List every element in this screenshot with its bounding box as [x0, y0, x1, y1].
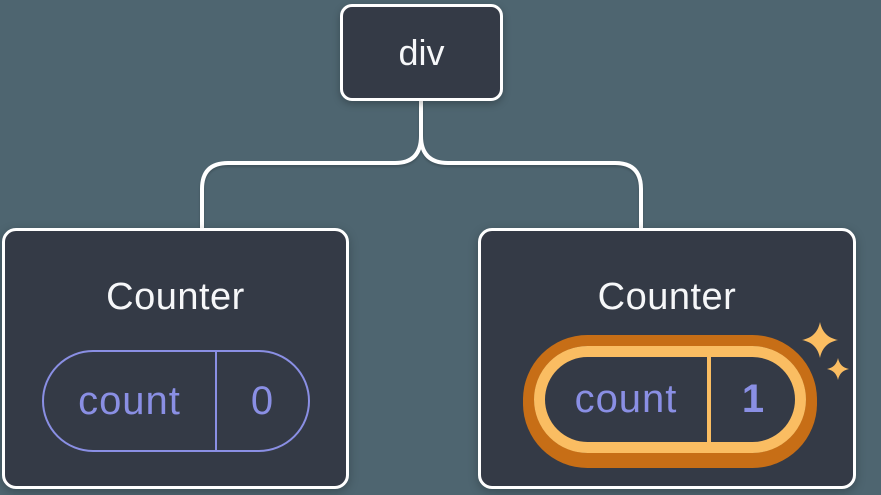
state-pill-left: count 0: [42, 350, 310, 452]
state-pill-highlighted: count 1: [534, 346, 806, 453]
root-node-label: div: [398, 31, 445, 73]
state-value: 0: [250, 378, 275, 423]
state-value: 1: [741, 377, 765, 421]
state-key-label: count: [44, 352, 217, 450]
component-title-right: Counter: [597, 276, 737, 318]
sparkle-icon-large: [802, 322, 838, 358]
counter-card-left: Counter count 0: [2, 228, 349, 489]
sparkle-icon-small: [827, 358, 849, 380]
state-key-label: count: [545, 357, 711, 442]
connector-left-branch: [200, 99, 423, 230]
component-title-left: Counter: [106, 276, 245, 318]
counter-card-right: Counter count 1: [478, 228, 856, 489]
connector-right-branch: [419, 134, 643, 230]
root-node-div: div: [340, 4, 503, 101]
